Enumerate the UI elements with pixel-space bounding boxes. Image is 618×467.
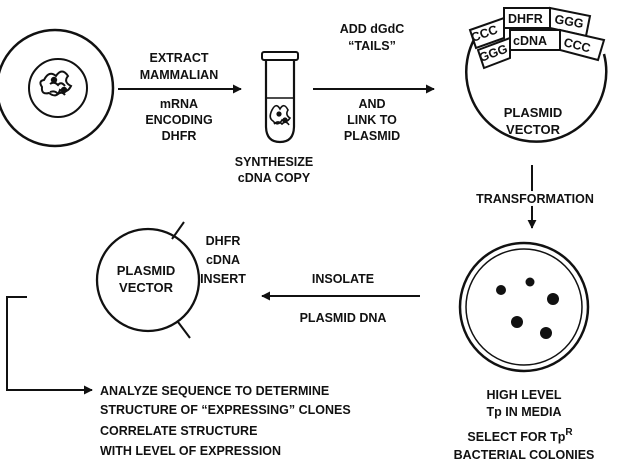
step1-line5: DHFR [162,129,197,143]
isolate-line1: INSOLATE [312,272,374,286]
plasmid-top-label1: PLASMID [504,105,563,120]
analysis-text: ANALYZE SEQUENCE TO DETERMINE STRUCTURE … [100,384,351,458]
petri-dish-inner [466,249,582,365]
step3-line4: LINK TO [347,113,397,127]
seq-dhfr: DHFR [508,12,543,26]
step1-line1: EXTRACT [149,51,208,65]
plate-line3-main: SELECT FOR Tp [467,430,565,444]
isolate-text: INSOLATE PLASMID DNA [300,272,387,325]
transformation-label: TRANSFORMATION [476,192,594,206]
plate-line3: SELECT FOR TpR [467,427,573,444]
chromatin-icon [40,72,71,96]
step2-line2: cDNA COPY [238,171,311,185]
arrow-analyze [7,297,92,390]
step3-line2: “TAILS” [348,39,396,53]
insert-tick-top [172,222,184,239]
plasmid-bottom-label1: PLASMID [117,263,176,278]
step1-line2: MAMMALIAN [140,68,218,82]
insert-label2: cDNA [206,253,240,267]
insert-tick-bottom [178,322,190,338]
step-synthesize-text: SYNTHESIZE cDNA COPY [235,155,314,185]
recombinant-plasmid: CCC DHFR GGG GGG cDNA CCC PLASMID VECTOR [466,8,606,142]
step-tails-text: ADD dGdC “TAILS” AND LINK TO PLASMID [340,22,405,143]
plasmid-bottom-label2: VECTOR [119,280,174,295]
cell-membrane [0,30,113,146]
plasmid-top-label2: VECTOR [506,122,561,137]
petri-dish-outer [460,243,588,371]
insert-label1: DHFR [206,234,241,248]
step3-line3: AND [358,97,385,111]
insert-label3: INSERT [200,272,246,286]
plate-line4: BACTERIAL COLONIES [454,448,595,462]
step3-line5: PLASMID [344,129,400,143]
step1-line4: ENCODING [145,113,212,127]
petri-dish [460,243,588,371]
plate-line3-sup: R [565,427,573,438]
isolated-plasmid: PLASMID VECTOR DHFR cDNA INSERT [97,222,246,338]
plate-line1: HIGH LEVEL [486,388,561,402]
cell-nucleus [29,59,87,117]
step1-line3: mRNA [160,97,198,111]
mammalian-cell [0,30,113,146]
test-tube-icon [262,52,298,142]
plate-line2: Tp IN MEDIA [487,405,562,419]
analysis-line3: CORRELATE STRUCTURE [100,424,257,438]
isolate-line2: PLASMID DNA [300,311,387,325]
step-extract-text: EXTRACT MAMMALIAN mRNA ENCODING DHFR [140,51,218,143]
analysis-line2: STRUCTURE OF “EXPRESSING” CLONES [100,403,351,417]
step2-line1: SYNTHESIZE [235,155,314,169]
step3-line1: ADD dGdC [340,22,405,36]
selection-text: HIGH LEVEL Tp IN MEDIA SELECT FOR TpR BA… [454,388,595,462]
bacterial-colonies-icon [496,278,559,340]
seq-cdna: cDNA [513,34,547,48]
analysis-line1: ANALYZE SEQUENCE TO DETERMINE [100,384,329,398]
analysis-line4: WITH LEVEL OF EXPRESSION [100,444,281,458]
